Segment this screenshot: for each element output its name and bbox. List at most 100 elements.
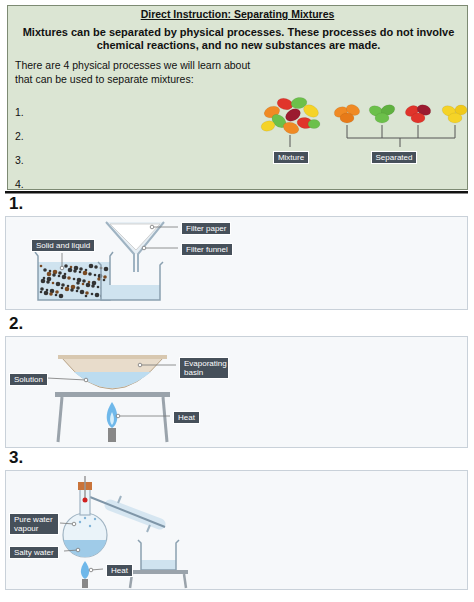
label-text: Solid and liquid [36,241,90,250]
label-box: Filter paper [181,222,231,235]
label-box: Solution [9,373,48,386]
label-text: Pure water vapour [14,515,54,533]
instruction-panel: Mixtures can be separated by physical pr… [7,5,468,190]
solid-particle [61,287,64,290]
solid-particle [49,292,53,296]
label-box: Heat [106,564,133,577]
solid-particle [55,290,59,294]
solid-particle [73,278,76,281]
panel-ground [5,216,468,310]
method-panel: 2.Evaporating basinSolutionHeat [5,336,468,448]
solid-particle [85,295,88,298]
label-text: Evaporating basin [184,359,224,377]
process-number: 4. [15,178,24,190]
solid-particle [76,290,79,293]
method-panel: 1.Solid and liquidFilter paperFilter fun… [5,216,468,310]
leader-lines [60,522,103,572]
panel-ground [5,336,468,448]
solid-particle [83,271,88,276]
label-text: Mixture [278,153,304,162]
solid-particle [82,283,85,286]
distillation-apparatus [63,476,188,588]
solid-particle [91,284,95,288]
solid-particle [85,291,89,295]
label-text: Solution [14,375,43,384]
label-text: Filter paper [186,224,226,233]
label-box: Heat [173,411,200,424]
solid-particle [76,286,80,290]
solid-particle [56,282,61,287]
solid-particle [52,282,55,285]
label-box: Separated [371,151,418,164]
solid-particle [103,275,107,279]
instruction-text: Mixtures can be separated by physical pr… [18,26,459,52]
label-box: Evaporating basin [179,357,229,379]
leader-lines [47,363,176,418]
solid-particle [46,280,50,284]
bean-brackets [290,125,455,147]
solid-particle [67,276,71,280]
label-text: Heat [178,413,195,422]
jelly-bean-mixture [260,96,321,136]
label-box: Pure water vapour [9,513,59,535]
solid-particle [58,271,62,275]
method-number: 1. [9,195,23,214]
solid-particle [76,281,80,285]
method-number: 3. [9,449,23,468]
solid-particle [47,272,52,277]
solid-particle [103,279,106,282]
solid-particle [95,293,100,298]
evaporation-apparatus [55,355,170,442]
solid-particle [44,291,49,296]
solid-particle [40,291,43,294]
panel-ground [7,5,468,190]
solid-particle [82,279,86,283]
solid-particle [73,269,77,273]
solid-particle [86,283,91,288]
solid-particle [94,265,98,269]
solid-particle [94,274,97,277]
solid-particle [97,286,100,289]
label-box: Mixture [273,151,309,164]
solid-particle [80,290,85,295]
solid-particle [104,267,109,272]
solid-particle [40,287,44,291]
solid-particle [52,273,56,277]
label-text: Salty water [14,548,54,557]
solid-particle [59,294,64,299]
solid-particle [70,288,74,292]
solid-particle [61,283,65,287]
instruction-text: There are 4 physical processes we will l… [15,59,265,85]
solid-particle [58,275,61,278]
solid-particle [64,264,68,268]
method-panel: 3.Pure water vapourSalty waterHeat [5,470,468,590]
label-text: Filter funnel [186,245,228,254]
solid-particle [68,268,73,273]
process-number: 3. [15,154,24,166]
process-number: 2. [15,130,24,142]
filtration-apparatus [35,222,164,300]
solid-particle [65,287,70,292]
page-title: Direct Instruction: Separating Mixtures [7,8,468,20]
label-text: Separated [376,153,413,162]
process-number: 1. [15,106,24,118]
solid-particle [89,264,94,269]
solid-particle [79,271,82,274]
divider-rule [5,191,468,194]
label-box: Filter funnel [181,243,233,256]
solid-particle [55,294,58,297]
jelly-bean-groups [333,103,467,123]
solid-particle [40,265,43,268]
solid-particle [79,267,83,271]
panel-ground [5,470,468,590]
solid-particle [62,275,67,280]
label-box: Salty water [9,546,59,559]
label-box: Solid and liquid [31,239,95,252]
solid-particle [41,279,46,284]
label-text: Heat [111,566,128,575]
method-number: 2. [9,315,23,334]
solid-particle [91,293,94,296]
solid-particle [88,272,92,276]
